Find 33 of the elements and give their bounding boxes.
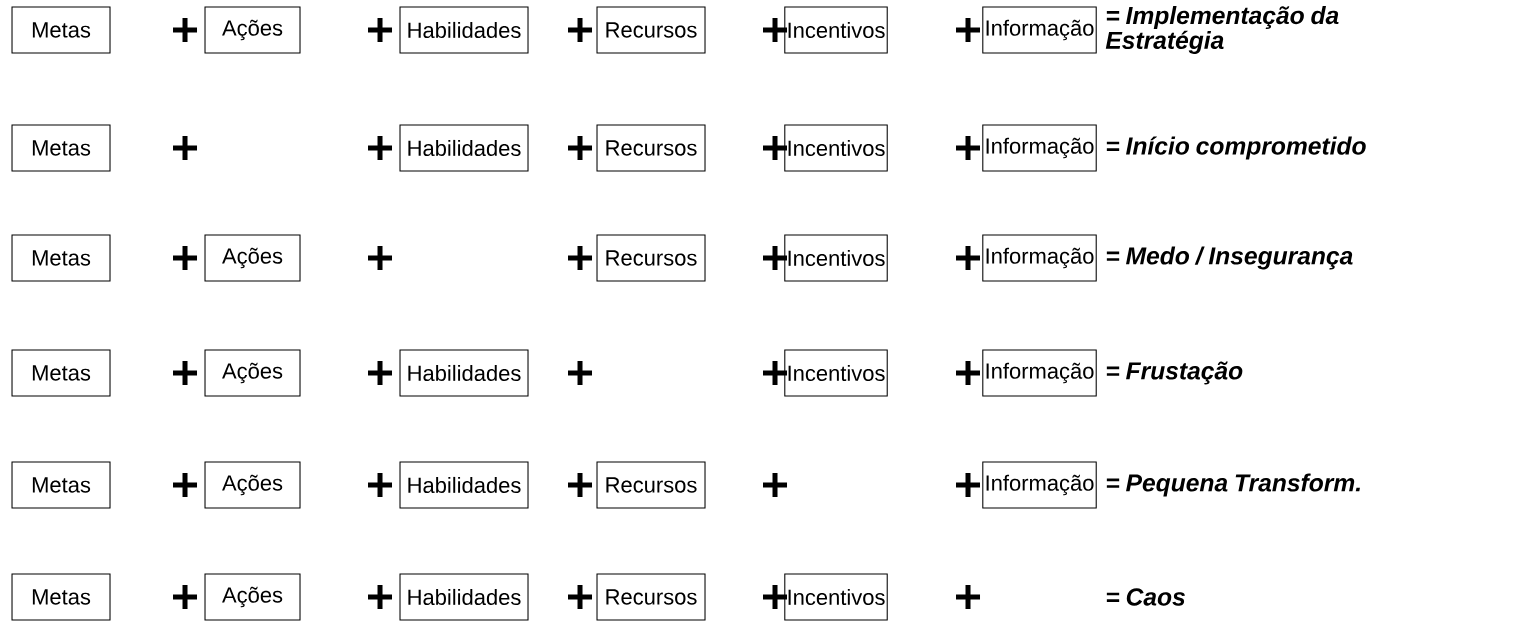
term-box: Informação	[982, 461, 1097, 509]
term-box: Incentivos	[784, 124, 888, 172]
term-box: Metas	[11, 349, 111, 397]
term-box: Metas	[11, 573, 111, 621]
term-box: Incentivos	[784, 573, 888, 621]
term-box: Informação	[982, 349, 1097, 397]
term-box: Metas	[11, 124, 111, 172]
term-box: Informação	[982, 234, 1097, 282]
term-box: Ações	[204, 234, 301, 282]
result-label: = Implementação da Estratégia	[1105, 6, 1339, 54]
term-box: Ações	[204, 461, 301, 509]
term-box: Metas	[11, 234, 111, 282]
term-box: Habilidades	[399, 349, 529, 397]
term-box: Recursos	[596, 573, 706, 621]
term-box: Informação	[982, 6, 1097, 54]
term-box: Habilidades	[399, 573, 529, 621]
term-box: Ações	[204, 573, 301, 621]
term-box: Incentivos	[784, 6, 888, 54]
term-box: Recursos	[596, 234, 706, 282]
term-box: Habilidades	[399, 6, 529, 54]
term-box: Metas	[11, 461, 111, 509]
term-box: Ações	[204, 6, 301, 54]
term-box: Recursos	[596, 124, 706, 172]
term-box: Habilidades	[399, 461, 529, 509]
term-box: Incentivos	[784, 234, 888, 282]
term-box: Incentivos	[784, 349, 888, 397]
term-box: Recursos	[596, 461, 706, 509]
term-box: Ações	[204, 349, 301, 397]
result-label: = Caos	[1106, 588, 1185, 606]
term-box: Metas	[11, 6, 111, 54]
term-box: Recursos	[596, 6, 706, 54]
term-box: Informação	[982, 124, 1097, 172]
term-box: Habilidades	[399, 124, 529, 172]
